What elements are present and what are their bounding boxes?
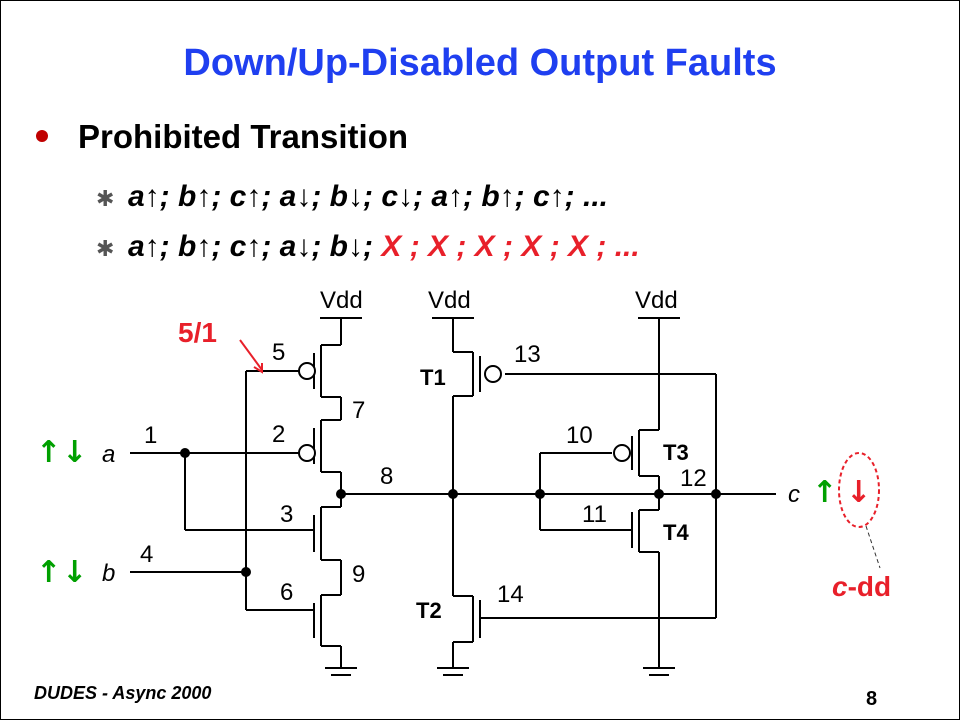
- node-label-1: 1: [144, 422, 157, 449]
- node-label-7: 7: [352, 397, 365, 424]
- down-arrow-fault-icon: ↓: [846, 475, 871, 510]
- up-arrow-icon: ↑: [812, 475, 837, 510]
- node-label-2: 2: [272, 421, 285, 448]
- sequence-line-2: a↑; b↑; c↑; a↓; b↓; X ; X ; X ; X ; X ; …: [128, 230, 640, 264]
- fault-output-suffix: -dd: [848, 571, 892, 602]
- node-label-5: 5: [272, 339, 285, 366]
- sequence-line-2-normal: a↑; b↑; c↑; a↓; b↓;: [128, 230, 382, 263]
- slide-title: Down/Up-Disabled Output Faults: [183, 42, 777, 84]
- node-label-14: 14: [497, 581, 524, 608]
- vdd-label-3: Vdd: [635, 287, 678, 314]
- node-label-8: 8: [380, 463, 393, 490]
- footer-text: DUDES - Async 2000: [34, 683, 212, 703]
- down-arrow-icon: ↓: [62, 435, 87, 470]
- node-label-9: 9: [352, 561, 365, 588]
- node-label-10: 10: [566, 422, 593, 449]
- transistor-label-t1: T1: [420, 365, 446, 390]
- down-arrow-icon: ↓: [62, 555, 87, 590]
- page-number: 8: [866, 688, 878, 710]
- bullet-dot: [36, 130, 48, 142]
- transistor-label-t3: T3: [663, 440, 689, 465]
- section-heading: Prohibited Transition: [78, 118, 409, 155]
- up-arrow-icon: ↑: [36, 555, 61, 590]
- up-arrow-icon: ↑: [36, 435, 61, 470]
- fault-output-label: c-dd: [832, 571, 891, 602]
- transistor-label-t4: T4: [663, 520, 689, 545]
- node-label-11: 11: [582, 501, 607, 528]
- vdd-label-1: Vdd: [320, 287, 363, 314]
- transistor-label-t2: T2: [416, 598, 442, 623]
- node-label-12: 12: [680, 465, 707, 492]
- sequence-line-1: a↑; b↑; c↑; a↓; b↓; c↓; a↑; b↑; c↑; ...: [128, 180, 609, 213]
- input-b-label: b: [102, 560, 115, 587]
- star-bullet-icon: ✱: [96, 236, 115, 261]
- star-bullet-icon: ✱: [96, 186, 115, 211]
- output-c-label: c: [788, 481, 800, 508]
- node-label-4: 4: [140, 541, 153, 568]
- fault-label: 5/1: [178, 317, 217, 348]
- node-label-13: 13: [514, 341, 541, 368]
- node-label-3: 3: [280, 501, 293, 528]
- vdd-label-2: Vdd: [428, 287, 471, 314]
- node-label-6: 6: [280, 579, 293, 606]
- input-a-label: a: [102, 441, 115, 468]
- fault-output-prefix: c: [832, 571, 848, 602]
- sequence-line-2-faulty: X ; X ; X ; X ; X ; ...: [381, 230, 640, 263]
